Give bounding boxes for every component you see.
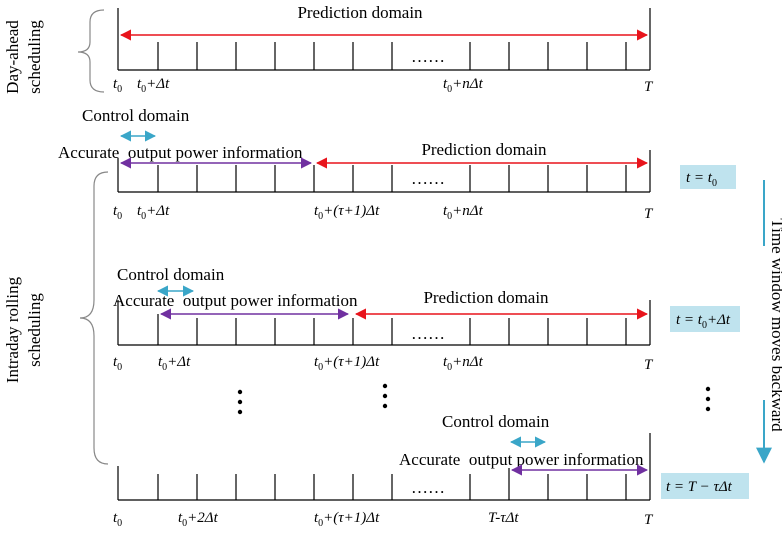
tick-label-t0: t0 bbox=[113, 510, 122, 529]
tick-label-t1: t0+Δt bbox=[158, 354, 191, 373]
tick-group bbox=[157, 42, 627, 70]
control-domain-label: Control domain bbox=[117, 265, 225, 284]
time-badge-bg bbox=[680, 165, 736, 189]
tick-label-t1: t0+Δt bbox=[137, 203, 170, 222]
tick-label-t0: t0 bbox=[113, 76, 122, 95]
row-intraday-2: Control domain Accurate output power inf… bbox=[113, 265, 740, 373]
tick-label-ttau: t0+(τ+1)Δt bbox=[314, 203, 380, 222]
accurate-info-label: Accurate output power information bbox=[58, 143, 303, 162]
accurate-info-label: Accurate output power information bbox=[399, 450, 644, 469]
prediction-domain-label: Prediction domain bbox=[421, 140, 547, 159]
tick-label-T: T bbox=[644, 512, 654, 528]
dots-label: …… bbox=[411, 478, 445, 497]
accurate-info-label: Accurate output power information bbox=[113, 291, 358, 310]
time-window-label: Time window moves backward bbox=[768, 218, 782, 432]
row-intraday-1: Control domain Accurate output power inf… bbox=[58, 106, 736, 222]
tick-label-T: T bbox=[644, 357, 654, 373]
intraday-label-line2: scheduling bbox=[25, 293, 44, 367]
day-ahead-brace bbox=[77, 9, 105, 93]
tick-group bbox=[157, 314, 627, 345]
tick-label-tn: t0+nΔt bbox=[443, 76, 484, 95]
control-domain-label: Control domain bbox=[82, 106, 190, 125]
tick-label-t0: t0 bbox=[113, 203, 122, 222]
control-domain-label: Control domain bbox=[442, 412, 550, 431]
intraday-label-line1: Intraday rolling bbox=[3, 276, 22, 383]
dots-label: …… bbox=[411, 324, 445, 343]
tick-label-T: T bbox=[644, 206, 654, 222]
tick-label-tn: t0+nΔt bbox=[443, 203, 484, 222]
tick-label-t2: t0+2Δt bbox=[178, 510, 219, 529]
tick-label-T: T bbox=[644, 79, 654, 95]
tick-label-T-minus-tau: T-τΔt bbox=[488, 510, 519, 526]
row-intraday-last: Control domain Accurate output power inf… bbox=[113, 412, 749, 529]
dots-label: …… bbox=[411, 47, 445, 66]
tick-label-tn: t0+nΔt bbox=[443, 354, 484, 373]
time-badge: t = T − τΔt bbox=[666, 479, 733, 495]
time-badge-bg bbox=[661, 473, 749, 499]
intraday-brace bbox=[79, 171, 109, 465]
tick-label-t0: t0 bbox=[113, 354, 122, 373]
tick-group bbox=[157, 165, 627, 192]
day-ahead-label-line1: Day-ahead bbox=[3, 20, 22, 94]
vertical-ellipsis-main bbox=[237, 383, 711, 415]
dots-label: …… bbox=[411, 169, 445, 188]
time-badge: t = t0 bbox=[686, 170, 717, 189]
prediction-domain-label: Prediction domain bbox=[423, 288, 549, 307]
tick-group bbox=[157, 468, 627, 500]
time-badge: t = t0+Δt bbox=[676, 312, 731, 331]
prediction-domain-label: Prediction domain bbox=[297, 3, 423, 22]
time-badge-bg bbox=[670, 306, 740, 332]
row-day-ahead: Prediction domain …… t0 t0+Δt t0+nΔt T bbox=[113, 3, 654, 95]
day-ahead-label-line2: scheduling bbox=[25, 20, 44, 94]
tick-label-ttau: t0+(τ+1)Δt bbox=[314, 510, 380, 529]
tick-label-t1: t0+Δt bbox=[137, 76, 170, 95]
tick-label-ttau: t0+(τ+1)Δt bbox=[314, 354, 380, 373]
